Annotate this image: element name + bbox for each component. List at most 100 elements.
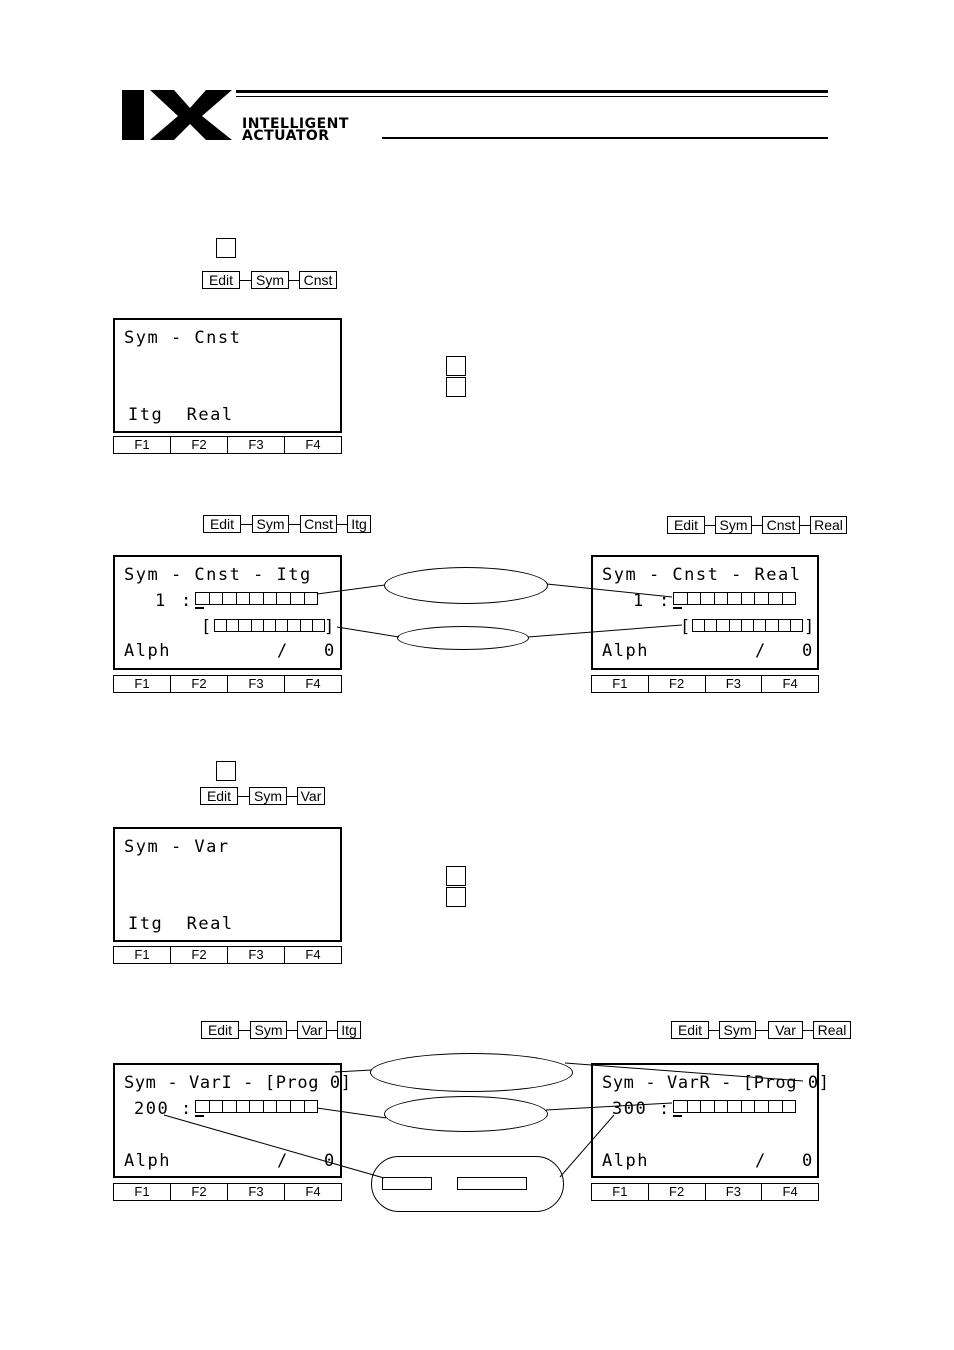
f4-key[interactable]: F4 xyxy=(284,947,341,963)
brand-line1: INTELLIGENT xyxy=(242,116,349,132)
ix-logo xyxy=(122,90,232,140)
header-rule-top xyxy=(236,90,828,93)
sym-key[interactable]: Sym xyxy=(251,271,289,289)
page-indicator: / 0 xyxy=(755,641,814,661)
range-end-box xyxy=(457,1177,527,1190)
f1-key[interactable]: F1 xyxy=(134,676,150,691)
f3-key[interactable]: F3 xyxy=(704,1184,762,1200)
cursor xyxy=(673,1115,682,1117)
f1-key[interactable]: F1 xyxy=(134,437,150,452)
f4-key[interactable]: F4 xyxy=(761,676,818,692)
path-connector xyxy=(337,524,347,525)
callout-symbol-name xyxy=(384,1096,548,1132)
function-keys: F1 F2 F3 F4 xyxy=(113,675,342,693)
edit-key[interactable]: Edit xyxy=(671,1021,709,1039)
callout-symbol-name xyxy=(384,567,548,604)
f3-key[interactable]: F3 xyxy=(704,676,762,692)
f3-key[interactable]: F3 xyxy=(227,1184,284,1200)
bracket-open: [ xyxy=(680,617,692,637)
cursor xyxy=(195,1115,204,1117)
f1-key[interactable]: F1 xyxy=(612,1184,628,1199)
var-key[interactable]: Var xyxy=(297,787,325,805)
input-mode: Alph xyxy=(124,641,171,661)
sym-key[interactable]: Sym xyxy=(249,787,287,805)
f3-key[interactable]: F3 xyxy=(227,947,284,963)
f4-key[interactable]: F4 xyxy=(761,1184,818,1200)
key-indicator-box xyxy=(446,377,466,397)
symbol-number: 1 xyxy=(155,591,167,611)
real-key[interactable]: Real xyxy=(810,516,847,534)
path-connector xyxy=(327,1030,337,1031)
path-connector xyxy=(800,525,810,526)
real-key[interactable]: Real xyxy=(813,1021,851,1039)
sym-key[interactable]: Sym xyxy=(719,1021,756,1039)
bracket-close: ] xyxy=(804,617,816,637)
edit-key[interactable]: Edit xyxy=(201,1021,239,1039)
path-connector xyxy=(803,1030,813,1031)
screen-title: Sym - VarI - [Prog 0] xyxy=(124,1073,352,1093)
lcd-screen-const-itg: Sym - Cnst - Itg 1 : [ ] Alph / 0 xyxy=(113,555,342,670)
screen-title: Sym - VarR - [Prog 0] xyxy=(602,1073,830,1093)
symbol-name-field[interactable] xyxy=(195,1100,318,1113)
itg-key[interactable]: Itg xyxy=(337,1021,361,1039)
f4-key[interactable]: F4 xyxy=(284,437,341,453)
callout-constant-value xyxy=(397,626,529,650)
edit-key[interactable]: Edit xyxy=(667,516,705,534)
symbol-name-field[interactable] xyxy=(673,1100,796,1113)
input-mode: Alph xyxy=(124,1151,171,1171)
key-indicator-box xyxy=(446,356,466,376)
sym-key[interactable]: Sym xyxy=(252,515,289,533)
header-rule-mid xyxy=(236,96,828,97)
f3-key[interactable]: F3 xyxy=(227,676,284,692)
f3-key[interactable]: F3 xyxy=(227,437,284,453)
lcd-screen-const: Sym - Cnst Itg Real xyxy=(113,318,342,433)
screen-options: Itg Real xyxy=(128,405,234,425)
var-key[interactable]: Var xyxy=(768,1021,803,1039)
separator: : xyxy=(181,1099,193,1119)
callout-variable-range xyxy=(371,1156,564,1212)
separator: : xyxy=(659,591,671,611)
f2-key[interactable]: F2 xyxy=(170,947,227,963)
edit-key[interactable]: Edit xyxy=(202,271,240,289)
function-keys: F1 F2 F3 F4 xyxy=(591,675,819,693)
constant-value-field[interactable] xyxy=(692,619,803,632)
f2-key[interactable]: F2 xyxy=(170,437,227,453)
sym-key[interactable]: Sym xyxy=(715,516,752,534)
symbol-name-field[interactable] xyxy=(673,592,796,605)
cnst-key[interactable]: Cnst xyxy=(299,271,337,289)
cnst-key[interactable]: Cnst xyxy=(762,516,800,534)
path-connector xyxy=(289,524,300,525)
edit-key[interactable]: Edit xyxy=(203,515,241,533)
symbol-name-field[interactable] xyxy=(195,592,318,605)
screen-options: Itg Real xyxy=(128,914,234,934)
f2-key[interactable]: F2 xyxy=(170,676,227,692)
f2-key[interactable]: F2 xyxy=(170,1184,227,1200)
lcd-screen-var-real: Sym - VarR - [Prog 0] 300 : Alph / 0 xyxy=(591,1063,829,1178)
range-start-box xyxy=(382,1177,432,1190)
edit-key[interactable]: Edit xyxy=(200,787,238,805)
path-connector xyxy=(752,525,762,526)
cnst-key[interactable]: Cnst xyxy=(300,515,337,533)
f2-key[interactable]: F2 xyxy=(647,1184,705,1200)
screen-title: Sym - Cnst xyxy=(124,328,242,348)
var-key[interactable]: Var xyxy=(297,1021,327,1039)
f1-key[interactable]: F1 xyxy=(134,947,150,962)
brand-line2: ACTUATOR xyxy=(242,128,330,144)
f4-key[interactable]: F4 xyxy=(284,1184,341,1200)
path-connector xyxy=(287,1030,297,1031)
header-rule-bottom xyxy=(382,137,828,139)
f1-key[interactable]: F1 xyxy=(612,676,628,691)
constant-value-field[interactable] xyxy=(214,619,325,632)
f2-key[interactable]: F2 xyxy=(647,676,705,692)
f1-key[interactable]: F1 xyxy=(134,1184,150,1199)
page-indicator: / 0 xyxy=(277,1151,336,1171)
bracket-open: [ xyxy=(201,617,213,637)
screen-title: Sym - Cnst - Itg xyxy=(124,565,312,585)
cursor xyxy=(195,607,204,609)
screen-title: Sym - Cnst - Real xyxy=(602,565,802,585)
callout-program-number xyxy=(370,1053,573,1092)
sym-key[interactable]: Sym xyxy=(250,1021,287,1039)
path-connector xyxy=(287,796,297,797)
f4-key[interactable]: F4 xyxy=(284,676,341,692)
itg-key[interactable]: Itg xyxy=(347,515,371,533)
